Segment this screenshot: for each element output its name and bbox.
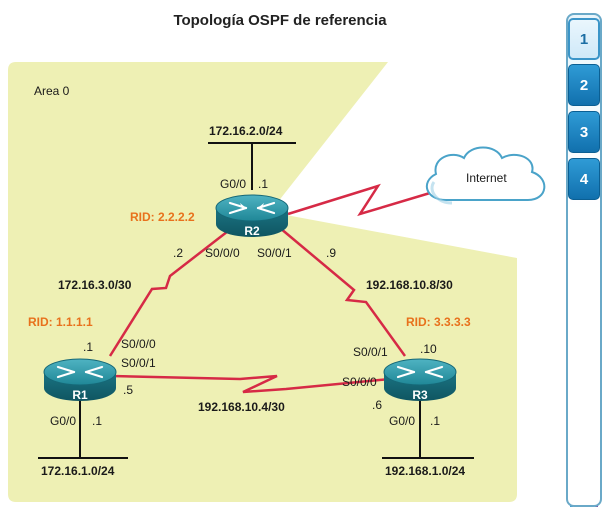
lan-r1 (38, 392, 128, 459)
r1-s001-label: S0/0/1 (121, 356, 156, 370)
rid-r2: RID: 2.2.2.2 (130, 210, 195, 224)
router-r2-icon[interactable] (215, 194, 289, 237)
router-r1-name: R1 (72, 388, 88, 402)
network-r1-r3: 192.168.10.4/30 (198, 400, 285, 414)
step-tab-2[interactable]: 2 (568, 64, 600, 106)
step-tab-3[interactable]: 3 (568, 111, 600, 153)
r2-g00-ip: .1 (258, 177, 269, 191)
area-label: Area 0 (34, 84, 70, 98)
router-r3-name: R3 (412, 388, 428, 402)
network-lan-r2: 172.16.2.0/24 (209, 124, 283, 138)
r1-g00-label: G0/0 (50, 414, 77, 428)
serial-link-r2-r3 (279, 227, 407, 357)
r3-s001-ip: .10 (420, 342, 437, 356)
lan-r2 (208, 142, 296, 190)
r3-s000-ip: .6 (372, 398, 383, 412)
internet-link (287, 183, 431, 217)
router-r2-name: R2 (244, 224, 260, 238)
internet-label: Internet (466, 171, 507, 185)
r3-s001-label: S0/0/1 (353, 345, 388, 359)
r2-s000-label: S0/0/0 (205, 246, 240, 260)
internet-cloud-icon (425, 146, 546, 205)
r3-s000-label: S0/0/0 (342, 375, 377, 389)
router-r3-icon[interactable] (383, 358, 457, 401)
router-r1-icon[interactable] (43, 358, 117, 401)
r2-s001-label: S0/0/1 (257, 246, 292, 260)
rid-r3: RID: 3.3.3.3 (406, 315, 471, 329)
diagram-title: Topología OSPF de referencia (173, 12, 387, 29)
r1-s001-ip: .5 (123, 383, 134, 397)
r3-g00-label: G0/0 (389, 414, 416, 428)
r2-s000-ip: .2 (173, 246, 184, 260)
serial-link-r1-r2 (108, 227, 233, 357)
network-lan-r3: 192.168.1.0/24 (385, 464, 466, 478)
network-r2-r3: 192.168.10.8/30 (366, 278, 453, 292)
r2-g00-label: G0/0 (220, 177, 247, 191)
network-r1-r2: 172.16.3.0/30 (58, 278, 132, 292)
step-tab-4[interactable]: 4 (568, 158, 600, 200)
r2-s001-ip: .9 (326, 246, 337, 260)
serial-link-r1-r3 (111, 374, 391, 394)
step-tab-1[interactable]: 1 (568, 18, 600, 60)
r1-g00-ip: .1 (92, 414, 103, 428)
network-lan-r1: 172.16.1.0/24 (41, 464, 115, 478)
r1-s000-ip: .1 (83, 340, 94, 354)
lan-r3 (382, 392, 474, 459)
r3-g00-ip: .1 (430, 414, 441, 428)
r1-s000-label: S0/0/0 (121, 337, 156, 351)
rid-r1: RID: 1.1.1.1 (28, 315, 93, 329)
